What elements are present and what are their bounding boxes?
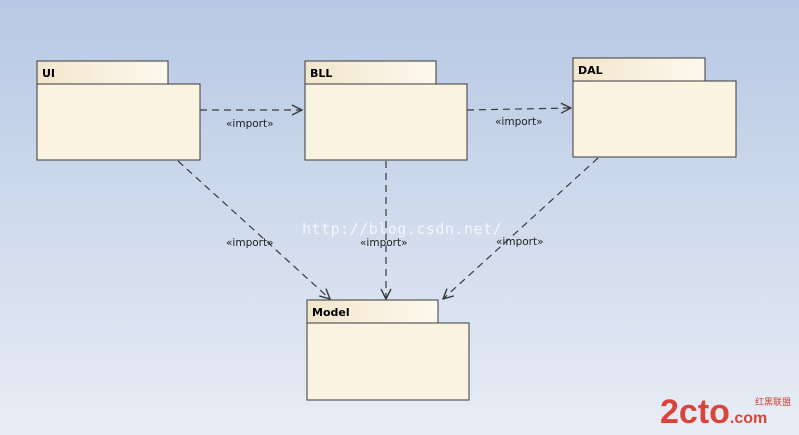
package-model[interactable]: Model xyxy=(306,299,470,401)
package-ui-name: UI xyxy=(42,67,55,80)
dependency-bll-dal-line[interactable] xyxy=(466,108,571,110)
package-bll-name: BLL xyxy=(310,67,332,80)
package-dal-name: DAL xyxy=(578,64,603,77)
logo-watermark: 2cto.com 红黑联盟 xyxy=(660,393,791,431)
dependency-ui-bll-label: «import» xyxy=(226,118,274,130)
package-dal-body xyxy=(572,80,737,158)
package-ui[interactable]: UI xyxy=(36,60,201,161)
package-bll[interactable]: BLL xyxy=(304,60,468,161)
dependency-bll-model-label: «import» xyxy=(360,237,408,249)
dependency-dal-model-label: «import» xyxy=(496,236,544,248)
package-model-body xyxy=(306,322,470,401)
package-ui-body xyxy=(36,83,201,161)
package-bll-body xyxy=(304,83,468,161)
dependency-ui-model-label: «import» xyxy=(226,237,274,249)
watermark-url: http://blog.csdn.net/ xyxy=(302,220,502,238)
logo-text: 2cto.com xyxy=(660,393,767,431)
dependency-bll-dal-label: «import» xyxy=(495,116,543,128)
logo-subtitle: 红黑联盟 xyxy=(755,396,791,408)
dependency-ui-model-line[interactable] xyxy=(177,160,330,299)
package-ui-tab xyxy=(36,60,169,85)
dependencies xyxy=(177,108,599,299)
dependency-dal-model-line[interactable] xyxy=(443,157,599,299)
package-dal[interactable]: DAL xyxy=(572,57,737,158)
package-model-name: Model xyxy=(312,306,350,319)
